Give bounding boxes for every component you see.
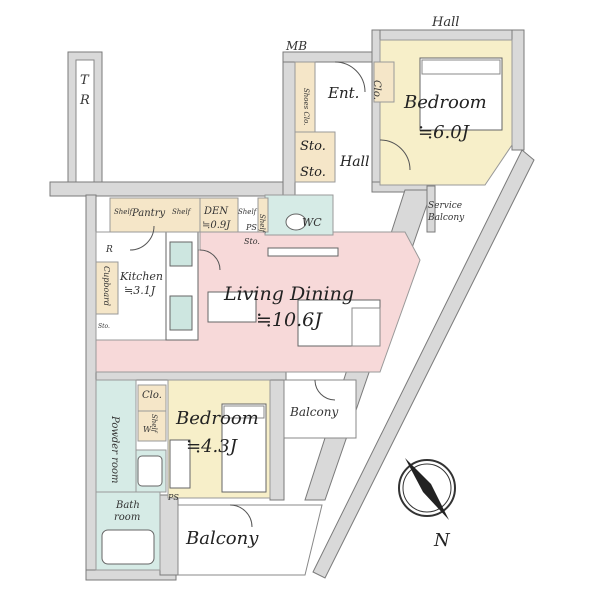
label-clo-top: Clo. (371, 80, 382, 100)
label-w: W (143, 425, 152, 434)
label-bath-1: Bath (115, 500, 140, 511)
label-shelf-5: Shelf (150, 414, 158, 434)
north-compass: N (398, 458, 456, 551)
label-shoe-clo: Shoes Clo. (302, 88, 310, 125)
label-service-balcony-1: Service (428, 201, 462, 211)
label-wc: WC (302, 216, 322, 229)
label-den: DEN (203, 206, 229, 217)
label-kitchen-size: ≒3.1J (124, 284, 156, 297)
label-living-dining: Living Dining (223, 283, 354, 305)
label-ps-1: PS (245, 223, 257, 232)
room-labels: Hall T R MB Ent. Clo. Bedroom ≒6.0J Shoe… (79, 15, 487, 549)
label-r: R (105, 245, 113, 255)
label-cupboard: Cupboard (102, 266, 111, 306)
label-sto-small: Sto. (98, 323, 110, 330)
label-bedroom-2-size: ≒4.3J (186, 436, 239, 457)
label-sto-3: Sto. (244, 237, 260, 246)
label-bedroom-1-size: ≒6.0J (418, 122, 471, 143)
label-ps-2: PS (167, 493, 179, 502)
label-hall-top: Hall (431, 15, 459, 30)
compass-needle-icon (405, 458, 449, 520)
door-swings (129, 61, 411, 528)
label-shelf-1: Shelf (114, 208, 134, 216)
label-tr-r: R (79, 93, 90, 108)
balcony-mid-area (283, 379, 357, 439)
label-balcony-mid: Balcony (289, 405, 338, 419)
label-shelf-3: Shelf (238, 208, 258, 216)
label-shelf-4: Shelf (258, 214, 266, 234)
label-clo-mid: Clo. (142, 390, 162, 401)
label-ent: Ent. (327, 84, 359, 102)
label-kitchen: Kitchen (119, 270, 163, 283)
label-sto-1: Sto. (300, 139, 326, 154)
rooms (95, 39, 513, 576)
label-bedroom-2: Bedroom (175, 408, 259, 429)
label-tr-t: T (80, 73, 90, 88)
label-service-balcony-2: Balcony (427, 213, 465, 223)
label-shelf-2: Shelf (172, 208, 192, 216)
balcony-bottom-area (177, 504, 323, 576)
label-living-dining-size: ≒10.6J (256, 309, 323, 331)
label-bath-2: room (114, 512, 140, 523)
label-powder-room: Powder room (109, 415, 120, 484)
furniture (169, 57, 503, 493)
label-mb: MB (285, 39, 307, 53)
label-sto-2: Sto. (300, 165, 326, 180)
label-bedroom-1: Bedroom (403, 92, 487, 113)
label-den-size: ≒0.9J (202, 220, 231, 231)
label-pantry: Pantry (131, 208, 165, 219)
label-balcony-bottom: Balcony (185, 528, 259, 549)
label-hall-mid: Hall (339, 154, 370, 170)
label-north: N (433, 530, 451, 551)
